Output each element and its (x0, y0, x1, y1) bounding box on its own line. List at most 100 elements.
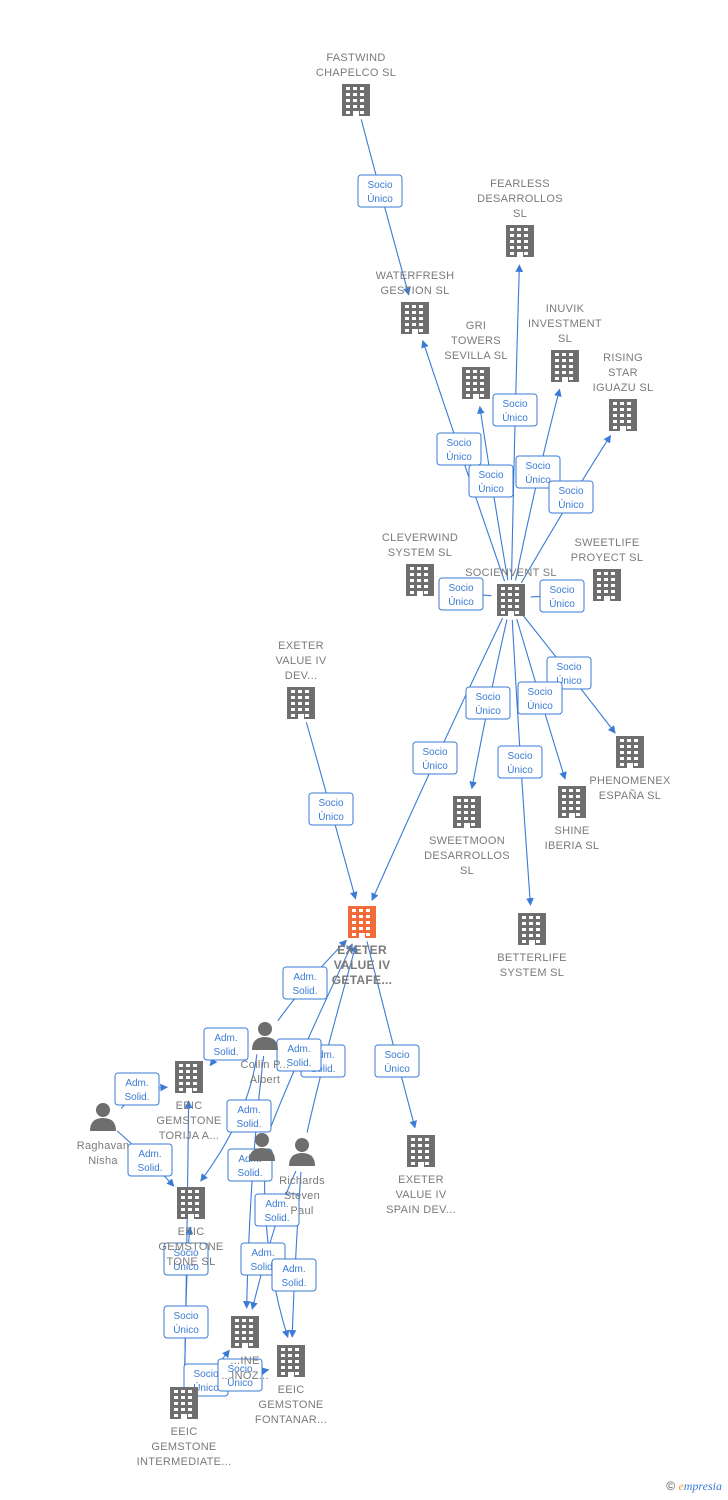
person-icon (252, 1022, 278, 1050)
building-icon (407, 1135, 435, 1167)
edge-label-line: Único (558, 498, 584, 511)
node-label-line: EEIC (176, 1100, 203, 1112)
building-icon (277, 1345, 305, 1377)
node-betterlife[interactable]: BETTERLIFE SYSTEM SL (497, 913, 567, 979)
building-icon (462, 367, 490, 399)
node-label-line: RISING (603, 352, 643, 364)
node-eeic-fontanar[interactable]: EEICGEMSTONEFONTANAR... (255, 1345, 327, 1426)
node-label-line: CHAPELCO SL (316, 67, 396, 79)
edge-label-adm-solid[interactable]: Adm.Solid. (203, 1027, 249, 1061)
building-icon (177, 1187, 205, 1219)
edge-label-line: Único (318, 810, 344, 823)
node-eeic-ine[interactable]: ...INE...INOZ... (221, 1316, 269, 1382)
edge-label-line: Socio (384, 1050, 409, 1061)
node-cleverwind[interactable]: CLEVERWIND SYSTEM SL (382, 532, 458, 596)
edge-label-adm-solid[interactable]: Adm.Solid. (276, 1038, 322, 1072)
edge-label-adm-solid[interactable]: Adm.Solid. (254, 1193, 300, 1227)
edge-label-box (548, 480, 594, 514)
node-label-line: VALUE IV (395, 1189, 446, 1201)
node-label-line: GEMSTONE (151, 1441, 216, 1453)
edge-label-adm-solid[interactable]: Adm.Solid. (282, 966, 328, 1000)
edge-label-line: Único (448, 595, 474, 608)
edge-label-line: Único (527, 699, 553, 712)
node-label-line: WATERFRESH (376, 270, 455, 282)
node-collin[interactable]: Collin P...Albert (241, 1022, 290, 1086)
node-socienvent[interactable]: SOCIENVENT SL (465, 567, 557, 616)
node-label-line: Raghavan (77, 1140, 130, 1152)
edge-label-line: Socio (525, 461, 550, 472)
node-label-line: Paul (290, 1205, 313, 1217)
edge-label-line: Solid. (137, 1163, 162, 1174)
edge-label-adm-solid[interactable]: Adm.Solid. (226, 1099, 272, 1133)
node-label-line: SYSTEM SL (500, 967, 564, 979)
node-label-line: SYSTEM SL (388, 547, 452, 559)
node-eeic-intermediate[interactable]: EEICGEMSTONEINTERMEDIATE... (137, 1387, 232, 1468)
brand-rest: mpresia (683, 1479, 722, 1493)
edge-label-box (492, 393, 538, 427)
node-label-line: BETTERLIFE (497, 952, 567, 964)
edge-label-line: Solid. (124, 1092, 149, 1103)
node-label-line: INUVIK (546, 303, 585, 315)
edge-label-adm-solid[interactable]: Adm.Solid. (114, 1072, 160, 1106)
edge-label-adm-solid[interactable]: Adm.Solid. (127, 1143, 173, 1177)
edge-label-line: Adm. (265, 1199, 288, 1210)
node-person-mid[interactable] (249, 1133, 275, 1161)
edge-label-line: Adm. (251, 1248, 274, 1259)
node-fastwind[interactable]: FASTWIND CHAPELCO SL (316, 52, 396, 116)
edge-label-line: Único (173, 1260, 199, 1273)
node-label-line: FASTWIND (326, 52, 385, 64)
node-label-line: VALUE IV (334, 958, 391, 972)
node-label-line: EXETER (398, 1174, 444, 1186)
node-label-line: TORIJA A... (159, 1130, 220, 1142)
node-label-line: TOWERS (451, 335, 501, 347)
edge-label-line: Socio (507, 751, 532, 762)
edge-label-box (436, 432, 482, 466)
building-icon (401, 302, 429, 334)
edge-label-box (226, 1099, 272, 1133)
edge-label-adm-solid[interactable]: Adm.Solid. (271, 1258, 317, 1292)
node-label-line: Steven (284, 1190, 320, 1202)
node-label-line: EEIC (178, 1226, 205, 1238)
edge-label-box (276, 1038, 322, 1072)
node-label-line: EXETER (278, 640, 324, 652)
node-label-line: CLEVERWIND (382, 532, 458, 544)
edge-label-line: Socio (173, 1248, 198, 1259)
edge-label-box (282, 966, 328, 1000)
node-label-line: Nisha (88, 1155, 118, 1167)
